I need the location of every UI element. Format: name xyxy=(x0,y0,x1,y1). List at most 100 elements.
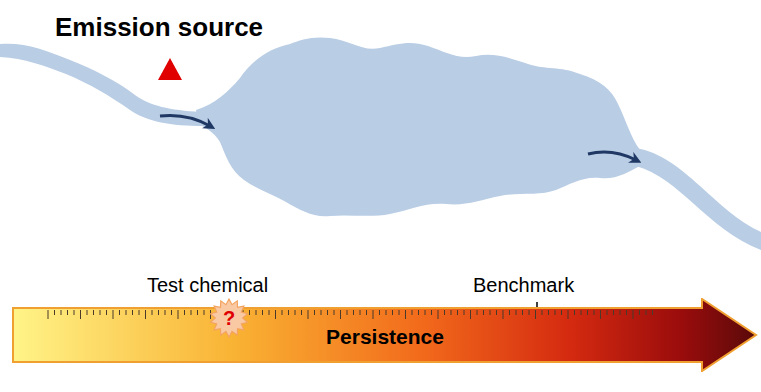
scale-tick xyxy=(308,310,309,319)
test-chemical-marker: ? xyxy=(209,298,249,338)
scale-tick xyxy=(542,310,543,315)
scale-tick xyxy=(613,310,614,315)
scale-tick xyxy=(139,310,140,315)
emission-source-label: Emission source xyxy=(55,13,263,42)
inflow-river xyxy=(0,44,204,126)
persistence-scale-arrow: Persistence xyxy=(12,298,758,372)
scale-tick xyxy=(405,310,406,319)
scale-tick xyxy=(392,310,393,315)
scale-tick xyxy=(503,310,504,319)
scale-tick xyxy=(444,310,445,315)
scale-tick xyxy=(191,310,192,315)
scale-tick xyxy=(288,310,289,315)
scale-tick xyxy=(438,310,439,319)
scale-tick xyxy=(581,310,582,315)
scale-tick xyxy=(269,310,270,315)
scale-arrow-body xyxy=(13,299,756,371)
scale-tick xyxy=(48,310,49,319)
scale-tick xyxy=(327,310,328,315)
scale-tick xyxy=(100,310,101,315)
scale-tick xyxy=(165,310,166,315)
scale-tick xyxy=(633,310,634,319)
scale-tick xyxy=(54,310,55,315)
scale-tick xyxy=(451,310,452,315)
scale-tick xyxy=(360,310,361,315)
scale-tick xyxy=(418,310,419,315)
scale-tick xyxy=(80,310,81,319)
scale-tick xyxy=(204,310,205,315)
scale-tick xyxy=(477,310,478,315)
scale-tick xyxy=(464,310,465,315)
scale-tick xyxy=(399,310,400,315)
emission-source-marker xyxy=(158,58,182,80)
scale-tick xyxy=(496,310,497,315)
scale-tick xyxy=(594,310,595,315)
scale-tick xyxy=(178,310,179,319)
scale-tick xyxy=(555,310,556,315)
scale-tick xyxy=(607,310,608,315)
scale-tick xyxy=(561,310,562,315)
scale-tick xyxy=(600,310,601,319)
scale-tick xyxy=(295,310,296,315)
scale-tick xyxy=(568,310,569,319)
scale-tick xyxy=(145,310,146,319)
benchmark-label: Benchmark xyxy=(473,274,574,296)
scale-tick xyxy=(353,310,354,315)
outflow-arrow xyxy=(588,152,636,160)
scale-tick xyxy=(184,310,185,315)
scale-tick xyxy=(535,310,536,319)
scale-tick xyxy=(262,310,263,315)
scale-tick xyxy=(87,310,88,315)
scale-tick xyxy=(256,310,257,315)
scale-tick xyxy=(548,310,549,315)
scale-tick xyxy=(158,310,159,315)
scale-tick xyxy=(171,310,172,315)
scale-tick xyxy=(152,310,153,315)
inflow-arrow xyxy=(160,115,210,126)
scale-title: Persistence xyxy=(326,321,444,348)
scale-tick xyxy=(314,310,315,315)
scale-tick xyxy=(652,310,653,315)
scale-tick xyxy=(431,310,432,315)
test-chemical-label: Test chemical xyxy=(147,274,268,296)
scale-tick xyxy=(483,310,484,315)
scale-tick xyxy=(113,310,114,319)
scale-tick xyxy=(119,310,120,315)
scale-tick xyxy=(646,310,647,315)
scale-tick xyxy=(574,310,575,315)
scale-tick xyxy=(74,310,75,315)
scale-tick xyxy=(275,310,276,319)
scale-tick xyxy=(67,310,68,315)
scale-tick xyxy=(132,310,133,315)
scale-tick xyxy=(301,310,302,315)
scale-tick xyxy=(197,310,198,315)
scale-tick xyxy=(321,310,322,315)
scale-tick xyxy=(386,310,387,315)
scale-tick xyxy=(490,310,491,315)
scale-tick xyxy=(249,310,250,315)
scale-tick xyxy=(425,310,426,315)
starburst xyxy=(210,299,247,337)
scale-tick xyxy=(626,310,627,315)
scale-tick xyxy=(620,310,621,315)
scale-tick xyxy=(334,310,335,315)
scale-tick xyxy=(126,310,127,315)
scale-tick xyxy=(93,310,94,315)
scale-tick xyxy=(522,310,523,315)
scale-tick xyxy=(340,310,341,319)
lake xyxy=(196,37,640,216)
scale-tick xyxy=(587,310,588,315)
scale-tick xyxy=(457,310,458,315)
scale-tick xyxy=(282,310,283,315)
question-mark: ? xyxy=(223,307,235,329)
scale-tick xyxy=(516,310,517,315)
scale-tick xyxy=(509,310,510,315)
scale-tick xyxy=(470,310,471,319)
outflow-river xyxy=(636,148,761,250)
scale-tick xyxy=(639,310,640,315)
scale-tick xyxy=(379,310,380,315)
scale-tick xyxy=(61,310,62,315)
scale-tick xyxy=(412,310,413,315)
scale-tick xyxy=(366,310,367,315)
